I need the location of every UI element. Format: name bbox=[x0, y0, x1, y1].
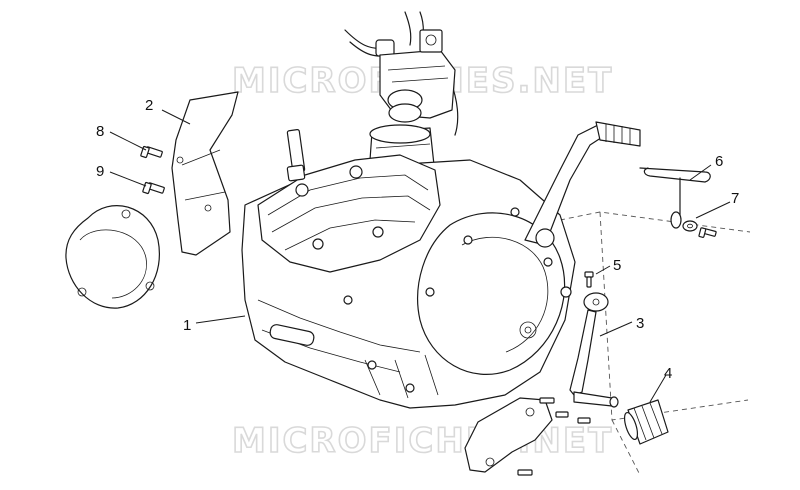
side-cover-plate bbox=[171, 91, 239, 256]
part-label-5: 5 bbox=[613, 257, 621, 274]
part-label-4: 4 bbox=[664, 365, 672, 382]
part-label-8: 8 bbox=[96, 123, 104, 140]
bolt-5 bbox=[584, 271, 594, 288]
ignition-cover bbox=[65, 205, 160, 309]
part-label-6: 6 bbox=[715, 153, 723, 170]
lower-cover bbox=[464, 397, 591, 476]
part-label-1: 1 bbox=[183, 317, 191, 334]
leader-lines bbox=[109, 109, 731, 403]
assembly-guide-lines bbox=[559, 211, 751, 476]
engine-block bbox=[241, 129, 576, 409]
washer-and-screw-7 bbox=[682, 220, 717, 238]
kickstart-lever bbox=[524, 121, 641, 248]
gear-shift-lever bbox=[560, 286, 619, 408]
part-label-3: 3 bbox=[636, 315, 644, 332]
part-label-7: 7 bbox=[731, 190, 739, 207]
part-label-2: 2 bbox=[145, 97, 153, 114]
bolt-8 bbox=[140, 145, 163, 159]
watermark-bottom: MICROFICHES.NET bbox=[232, 421, 613, 461]
bolt-9 bbox=[142, 181, 165, 195]
carburetor bbox=[344, 11, 459, 136]
part-label-9: 9 bbox=[96, 163, 104, 180]
return-spring bbox=[639, 167, 711, 229]
rubber-pedal bbox=[623, 399, 669, 445]
